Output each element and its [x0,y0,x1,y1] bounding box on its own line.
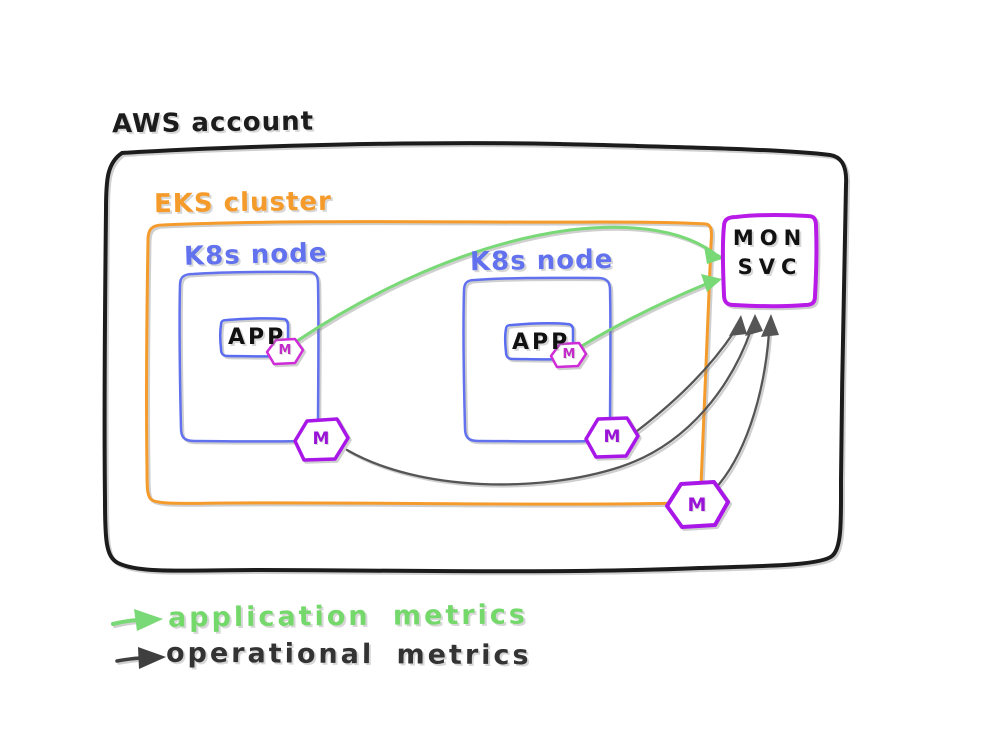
app-metrics-arrow-1 [295,225,716,343]
eks-cluster-label: EKS cluster [153,186,333,220]
node2-metrics-agent-letter: M [603,427,621,447]
aws-account-border [102,141,849,574]
op-metrics-arrowhead-node2 [729,315,747,336]
node1-metrics-agent-letter: M [312,429,330,449]
k8s-node2-label: K8s node [469,244,614,278]
app1-metrics-agent-letter: M [278,343,292,358]
op-metrics-arrowhead-node1 [745,314,763,336]
mon-svc-label: MON SVC [724,224,816,282]
op-metrics-arrowhead-cluster [761,314,779,337]
k8s-node1-label: K8s node [183,238,328,272]
app-metrics-arrowhead-2 [701,274,722,292]
legend-application-label: application metrics [167,599,529,634]
node1-metrics-agent-badge [293,417,350,462]
mon-svc-line1: MON [732,226,808,250]
op-metrics-arrow-node2 [635,330,736,433]
app1-metrics-agent-badge [265,337,305,366]
mon-svc-border [720,213,819,309]
aws-account-label: AWS account [111,106,315,140]
legend-operational-arrowhead [138,647,166,669]
app2-metrics-agent-badge [549,341,588,369]
app-metrics-arrow-2 [578,282,708,349]
op-metrics-arrow-node1 [345,328,753,486]
legend-operational-label: operational metrics [165,637,532,672]
cluster-metrics-agent-letter: M [687,494,707,516]
app1-label: APP [228,325,287,350]
mon-svc-line2: SVC [737,255,803,279]
node2-metrics-agent-badge [584,416,640,459]
legend-application-arrowhead [134,609,163,631]
app-metrics-arrowhead-1 [704,246,725,264]
app2-label: APP [512,330,571,355]
app2-metrics-agent-letter: M [562,347,576,362]
op-metrics-arrow-cluster [712,331,771,492]
cluster-metrics-agent-badge [665,480,730,529]
